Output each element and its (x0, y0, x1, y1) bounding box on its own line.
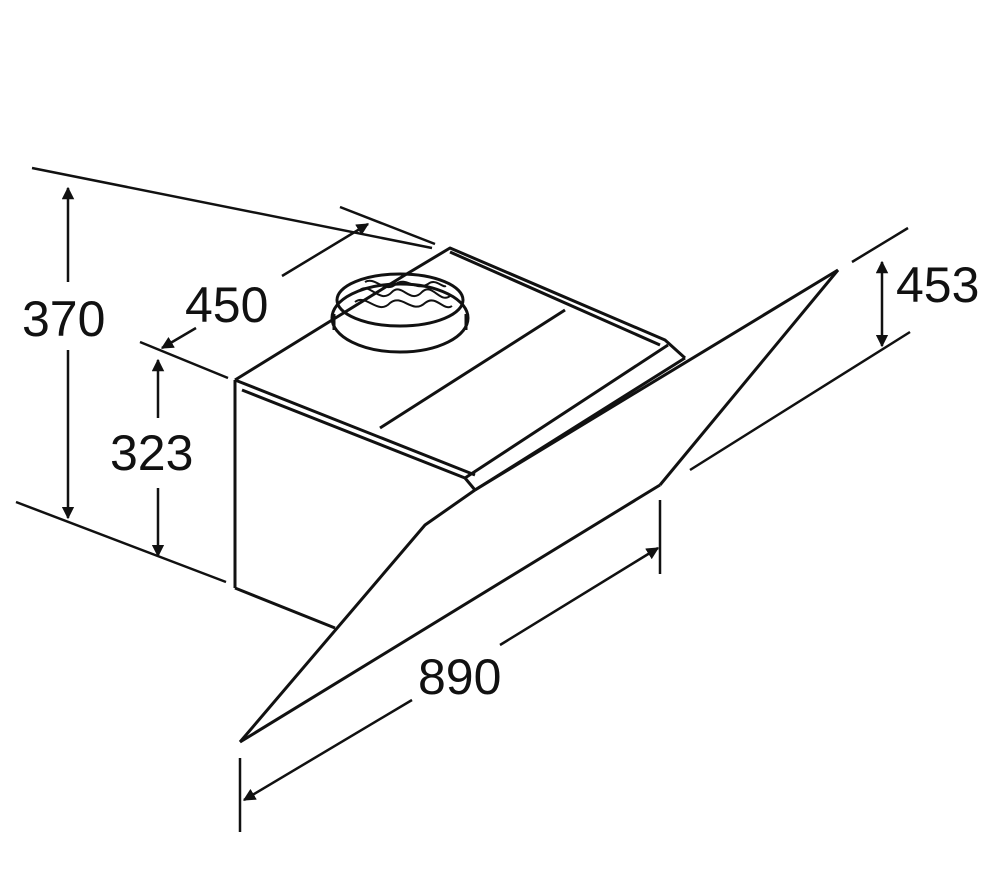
body-top-front-edge (234, 378, 476, 477)
ext-line-370-top (31, 166, 433, 250)
ext-line-450-front (139, 340, 229, 380)
top-panel-divider-1 (379, 308, 566, 430)
body-top-inner-edge (241, 388, 466, 480)
dimension-label-890: 890 (418, 649, 501, 705)
body-right-top-edge (464, 343, 669, 480)
top-panel-divider-2 (449, 250, 661, 347)
body-bottom-edge (234, 586, 336, 630)
dimension-label-453: 453 (896, 257, 979, 313)
ext-line-450-back (339, 205, 436, 246)
ext-line-453-bottom (689, 330, 911, 472)
canopy-right-edge (658, 269, 840, 486)
canopy-left-edge (238, 488, 476, 743)
ext-line-453-top (851, 226, 909, 264)
canopy-bottom-edge (239, 483, 661, 744)
canopy-top-edge (474, 268, 839, 492)
exhaust-fan-icon (330, 272, 470, 354)
body-top-back-edge (234, 246, 687, 382)
dimension-label-370: 370 (22, 291, 105, 347)
dim-line-450-lower (160, 326, 197, 350)
hood-outline (233, 246, 840, 744)
dimension-lines (15, 166, 911, 832)
dimension-label-450: 450 (185, 277, 268, 333)
body-corner (463, 477, 477, 491)
ext-line-370-bottom (15, 500, 227, 584)
dimension-label-323: 323 (110, 425, 193, 481)
dim-line-450-upper (281, 222, 370, 278)
dim-line-890-left (242, 698, 413, 802)
dim-line-890-right (499, 546, 660, 647)
